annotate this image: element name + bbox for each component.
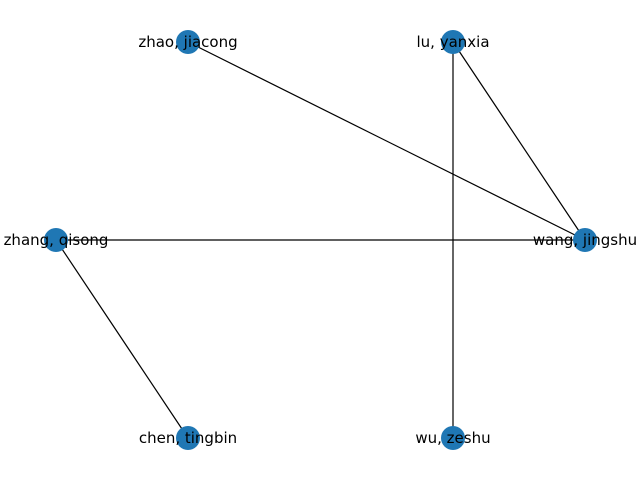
node-label-zhang: zhang, qisong [4, 231, 109, 249]
node-zhang [44, 228, 68, 252]
edges-layer [55, 41, 586, 439]
edge-zhao-wang [187, 41, 586, 241]
node-wang [573, 228, 597, 252]
edge-lu-wang [452, 41, 586, 241]
node-label-lu: lu, yanxia [416, 33, 489, 51]
edge-zhang-chen [55, 239, 189, 439]
node-label-wu: wu, zeshu [415, 429, 490, 447]
labels-layer: zhao, jiacong lu, yanxia zhang, qisong wang… [4, 33, 638, 447]
node-wu [441, 426, 465, 450]
node-label-chen: chen, tingbin [139, 429, 237, 447]
node-lu [441, 30, 465, 54]
node-zhao [176, 30, 200, 54]
node-label-wang: wang, jingshu [533, 231, 637, 249]
nodes-layer [44, 30, 597, 450]
node-chen [176, 426, 200, 450]
node-label-zhao: zhao, jiacong [138, 33, 237, 51]
